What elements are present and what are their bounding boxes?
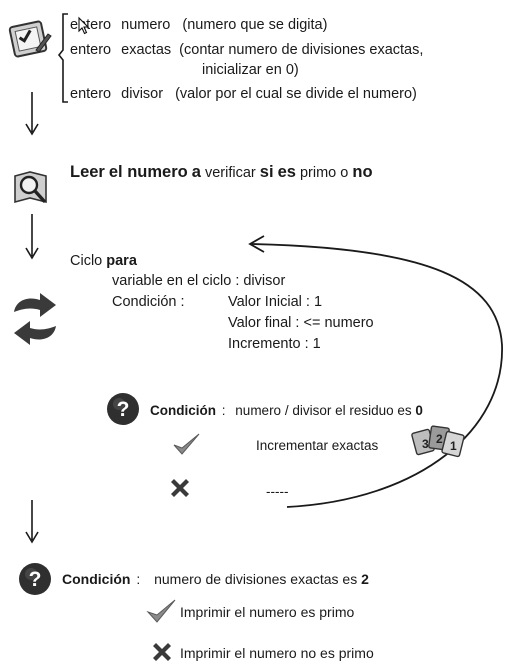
svg-text:1: 1 (450, 439, 457, 453)
flow-arrow-down (25, 500, 39, 544)
inner-false-action: ----- (266, 484, 289, 499)
declaration-exactas-desc2: inicializar en 0) (202, 62, 299, 78)
loop-variable: variable en el ciclo : divisor (112, 273, 286, 289)
loop-title: Ciclo para (70, 253, 137, 269)
inner-true-action: Incrementar exactas (256, 438, 379, 453)
type-label: entero (70, 86, 112, 102)
inner-condition: Condición : numero / divisor el residuo … (150, 403, 423, 418)
type-label: entero (70, 42, 112, 58)
loop-arrows-icon (14, 293, 56, 345)
flow-arrow-down (25, 214, 39, 260)
loop-condition-label: Condición : (112, 294, 185, 310)
loop-increment: Incremento : 1 (228, 336, 321, 352)
var-desc: (valor por el cual se divide el numero) (175, 86, 417, 102)
cross-icon (153, 643, 171, 661)
flow-arrow-down (25, 92, 39, 136)
loop-final-value: Valor final : <= numero (228, 315, 374, 331)
svg-text:?: ? (29, 568, 42, 591)
final-true-action: Imprimir el numero es primo (180, 604, 355, 620)
declaration-bracket (57, 13, 68, 103)
question-icon: ? (107, 393, 139, 425)
declaration-exactas: entero exactas (contar numero de divisio… (70, 42, 423, 59)
cursor-icon (78, 16, 90, 35)
var-desc: (contar numero de divisiones exactas, (179, 42, 424, 58)
declaration-divisor: entero divisor (valor por el cual se div… (70, 86, 417, 103)
checkmark-icon (173, 433, 200, 455)
svg-text:2: 2 (436, 432, 443, 446)
var-name: divisor (121, 86, 164, 102)
checkmark-icon (146, 599, 176, 623)
loop-initial-value: Valor Inicial : 1 (228, 294, 323, 310)
magnifier-book-icon (14, 171, 47, 204)
question-icon: ? (19, 563, 51, 595)
cross-icon (171, 479, 189, 497)
var-name: numero (121, 17, 171, 33)
checklist-icon (8, 20, 52, 58)
svg-text:?: ? (117, 398, 130, 421)
var-desc: (numero que se digita) (182, 17, 328, 33)
counter-cards-icon: 3 2 1 (411, 425, 465, 458)
final-condition: Condición : numero de divisiones exactas… (62, 571, 369, 587)
svg-text:3: 3 (422, 437, 429, 451)
var-name: exactas (121, 42, 172, 58)
final-false-action: Imprimir el numero no es primo (180, 645, 374, 661)
